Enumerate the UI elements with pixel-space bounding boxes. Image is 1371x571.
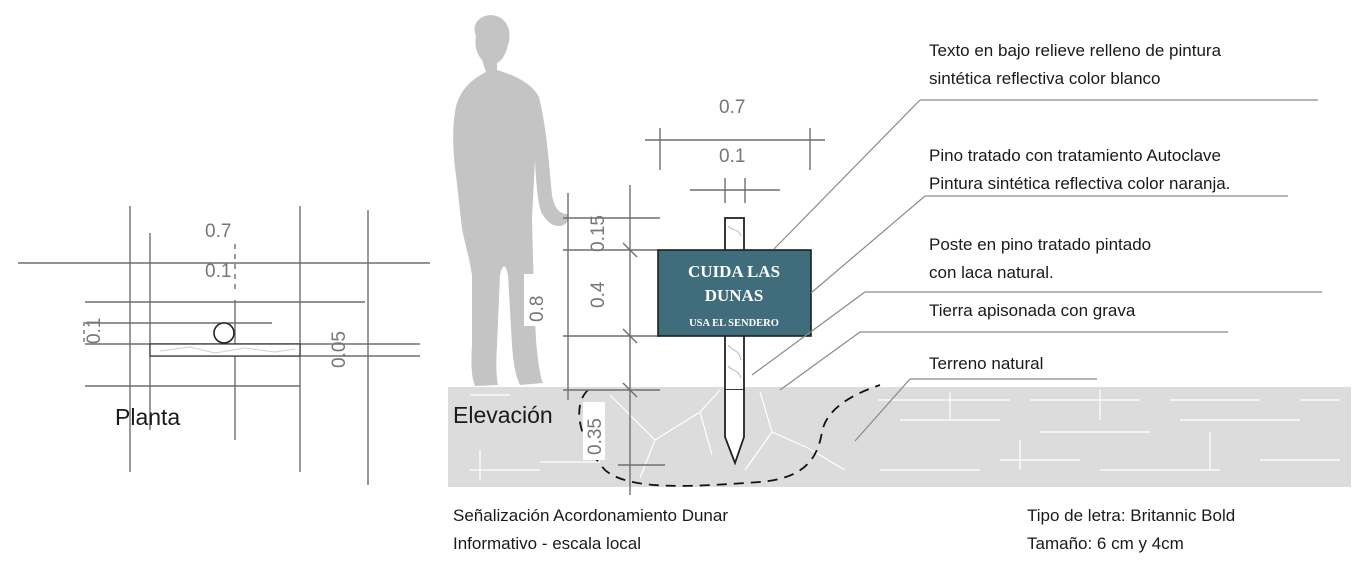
note-text-relief-line1: Texto en bajo relieve relleno de pintura [929, 41, 1222, 60]
caption-title-line2: Informativo - escala local [453, 534, 641, 553]
elevation-view-label: Elevación [453, 402, 553, 428]
elev-dim-above-ground: 0.8 [527, 296, 548, 322]
elev-dim-width-post: 0.1 [719, 146, 745, 167]
note-post-line1: Poste en pino tratado pintado [929, 235, 1151, 254]
elevation-dimension-lines [563, 128, 825, 495]
note-post-line2: con laca natural. [929, 263, 1054, 282]
note-terrain: Terreno natural [929, 354, 1043, 373]
elev-dim-width-total: 0.7 [719, 97, 745, 118]
plan-dim-width-total: 0.7 [205, 221, 231, 242]
plan-base-plate [149, 343, 301, 357]
elev-dim-buried-bg [583, 402, 605, 460]
plan-dim-depth-base: 0.05 [329, 331, 350, 368]
plan-view-label: Planta [115, 404, 180, 430]
note-pine-line1: Pino tratado con tratamiento Autoclave [929, 146, 1221, 165]
sign-text-line3: USA EL SENDERO [689, 318, 779, 329]
annotation-leaders [751, 99, 1322, 442]
ground-texture [470, 389, 1340, 480]
plan-base-texture [159, 346, 296, 354]
note-pine-line2: Pintura sintética reflectiva color naran… [929, 174, 1230, 193]
caption-font-line2: Tamaño: 6 cm y 4cm [1027, 534, 1184, 553]
elev-dim-post-top: 0.15 [588, 215, 609, 252]
person-silhouette-icon [453, 15, 569, 387]
note-soil: Tierra apisonada con grava [929, 301, 1136, 320]
plan-post-section [213, 322, 235, 344]
sign-text-line2: DUNAS [705, 286, 764, 305]
elev-dim-sign-height: 0.4 [588, 281, 609, 308]
caption-font-line1: Tipo de letra: Britannic Bold [1027, 506, 1235, 525]
plan-dim-width-post: 0.1 [205, 261, 231, 282]
note-text-relief-line2: sintética reflectiva color blanco [929, 69, 1161, 88]
sign-text-line1: CUIDA LAS [688, 262, 780, 281]
caption-title-line1: Señalización Acordonamiento Dunar [453, 506, 728, 525]
plan-view: 0.7 0.1 0.1 0.05 Planta [18, 206, 430, 485]
post-buried-point [724, 390, 745, 466]
elev-dim-above-ground-bg [524, 274, 546, 326]
plan-dim-depth-post: 0.1 [84, 318, 105, 344]
elev-dim-buried: 0.35 [585, 418, 606, 455]
sign-panel: CUIDA LAS DUNAS USA EL SENDERO [657, 249, 812, 337]
